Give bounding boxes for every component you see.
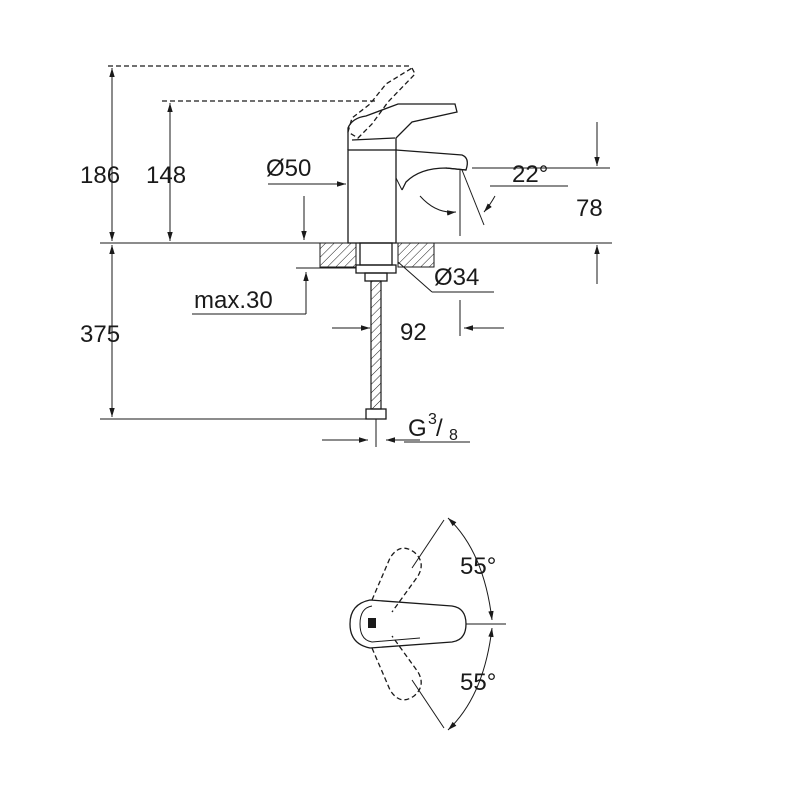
angle-22-tilt bbox=[461, 169, 485, 226]
label-hose-length: 375 bbox=[80, 321, 120, 348]
side-view: 186 148 Ø50 22° 78 Ø34 max.30 375 92 G 3… bbox=[80, 65, 612, 447]
rot-line-down bbox=[411, 679, 445, 729]
label-angle-up: 55° bbox=[460, 553, 496, 580]
top-view: 55° 55° bbox=[349, 517, 506, 731]
label-spout-angle: 22° bbox=[512, 161, 548, 188]
label-connection-slash: / bbox=[436, 415, 443, 442]
lever-rotated-up bbox=[371, 547, 422, 613]
hose bbox=[370, 280, 382, 410]
label-projection: 92 bbox=[400, 319, 427, 346]
label-body-diameter: Ø50 bbox=[266, 155, 311, 182]
faucet-top-inner bbox=[359, 605, 421, 643]
rot-arc-up bbox=[447, 517, 494, 621]
deck-section-right bbox=[397, 242, 435, 268]
rot-arc-down bbox=[447, 627, 494, 731]
label-shank-diameter: Ø34 bbox=[434, 264, 479, 291]
label-connection-base: G bbox=[408, 415, 427, 442]
faucet-body bbox=[347, 103, 468, 244]
label-total-height: 186 bbox=[80, 162, 120, 189]
label-connection-den: 8 bbox=[449, 427, 458, 444]
deck-section-left bbox=[319, 242, 357, 268]
label-angle-down: 55° bbox=[460, 669, 496, 696]
rot-line-up bbox=[411, 519, 445, 569]
label-lever-height: 148 bbox=[146, 162, 186, 189]
lever-rotated-down bbox=[371, 635, 422, 701]
dim-34-line bbox=[397, 261, 433, 293]
mounting-assembly bbox=[355, 242, 397, 447]
angle-22-arc2 bbox=[483, 195, 496, 213]
lever-open-outline bbox=[108, 65, 416, 139]
label-max-deck: max.30 bbox=[194, 287, 273, 314]
label-spout-height: 78 bbox=[576, 195, 603, 222]
label-connection-num: 3 bbox=[428, 411, 437, 428]
aerator-dot bbox=[368, 618, 376, 628]
angle-22-arc bbox=[419, 195, 457, 216]
